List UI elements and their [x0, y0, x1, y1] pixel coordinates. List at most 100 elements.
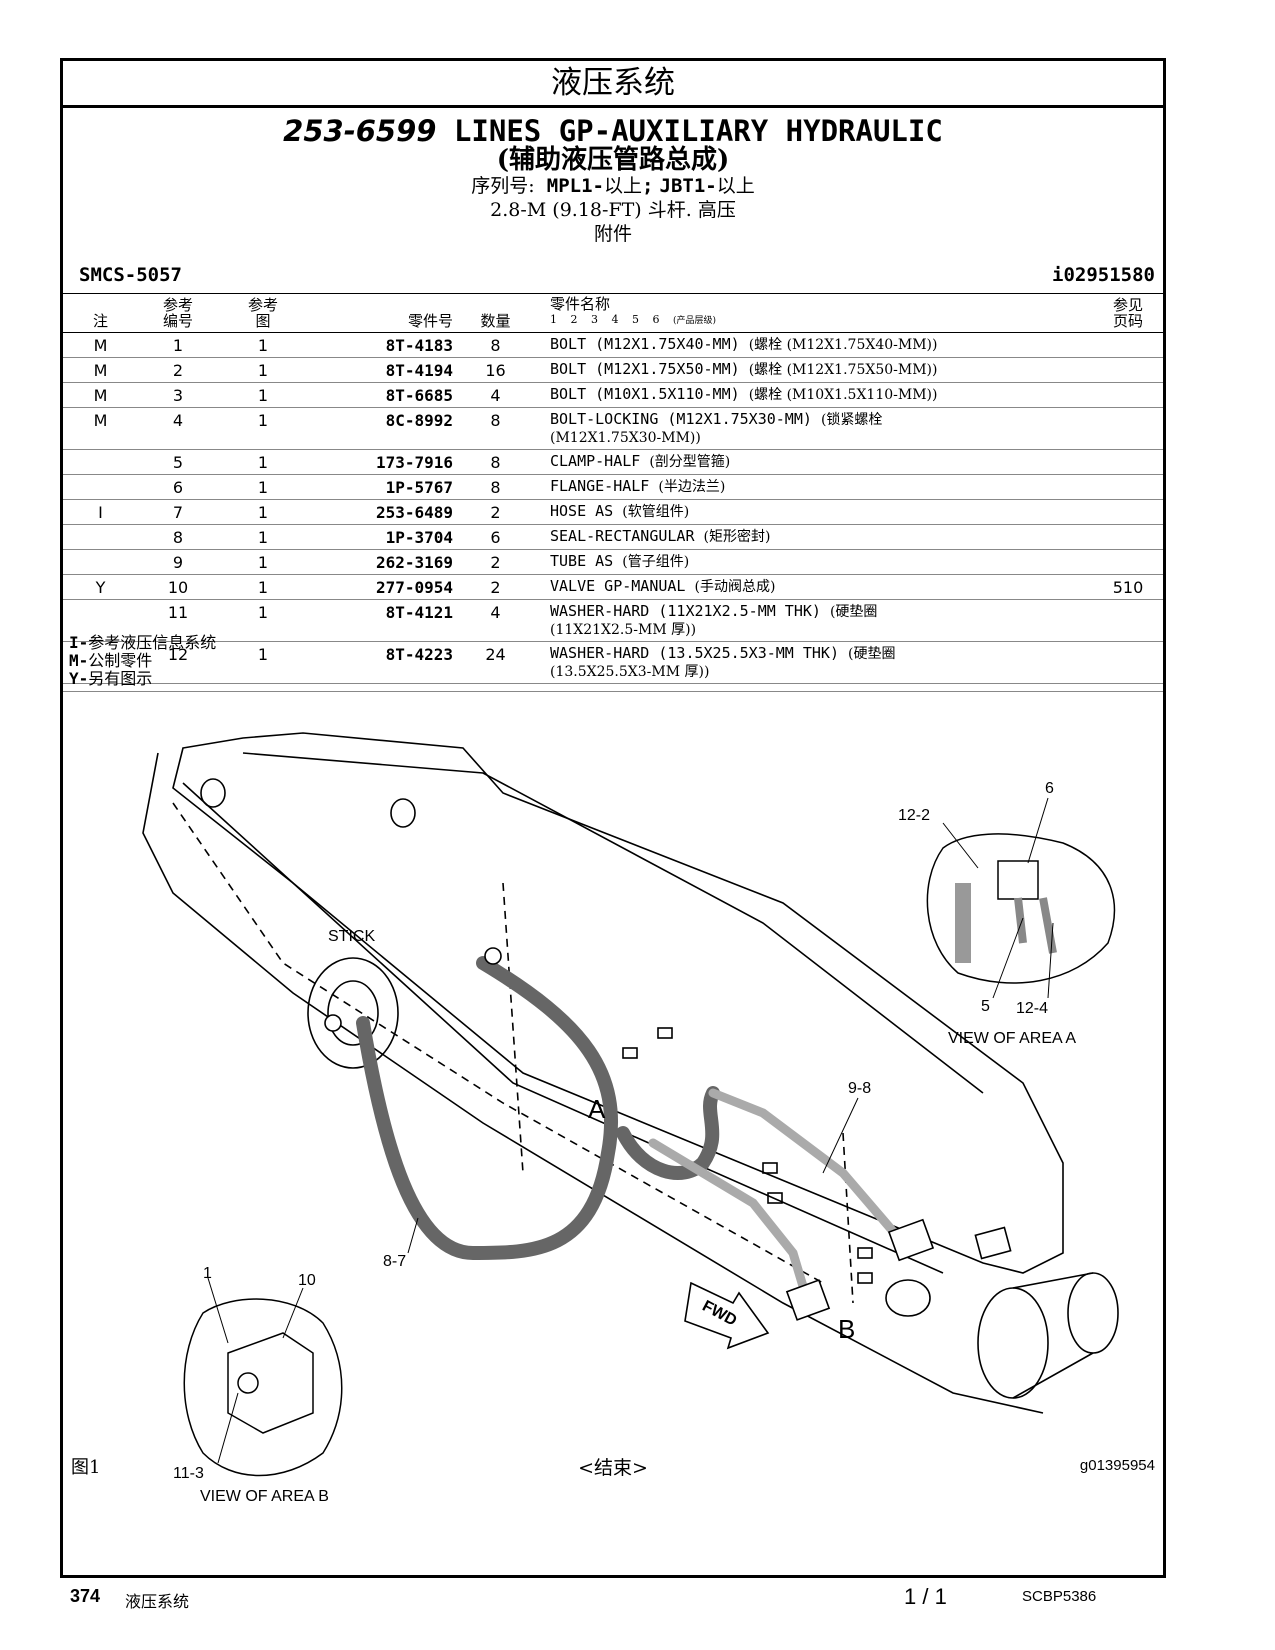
- view-a-title: VIEW OF AREA A: [948, 1030, 1076, 1047]
- row-desc-en: SEAL-RECTANGULAR: [550, 527, 695, 545]
- row-desc-en: FLANGE-HALF: [550, 477, 650, 495]
- row-desc-cn: (螺栓 (M12X1.75X40-MM)): [748, 337, 938, 353]
- view-b-detail: [183, 1298, 343, 1477]
- callout-1: 1: [203, 1265, 212, 1282]
- callout-6: 6: [1045, 780, 1054, 797]
- row-note: M: [93, 386, 108, 405]
- row-note: I: [98, 503, 103, 522]
- row-description: CLAMP-HALF (剖分型管箍): [538, 450, 1093, 475]
- row-desc-en: TUBE AS: [550, 552, 614, 570]
- row-qty: 4: [490, 603, 501, 622]
- row-desc-en: BOLT (M12X1.75X50-MM): [550, 360, 740, 378]
- note-text: 另有图示: [88, 669, 153, 688]
- smcs-code: SMCS-5057: [79, 264, 182, 286]
- attachment-line: 附件: [593, 223, 632, 245]
- row-note: [63, 550, 138, 575]
- row-note: [63, 475, 138, 500]
- valve-b: [785, 1279, 831, 1321]
- row-desc-cn: (硬垫圈: [829, 604, 878, 620]
- row-description: SEAL-RECTANGULAR (矩形密封): [538, 525, 1093, 550]
- row-desc-en: BOLT (M12X1.75X40-MM): [550, 335, 740, 353]
- row-part-number: 8T-4183: [385, 336, 453, 355]
- row-see-page: [1093, 450, 1163, 475]
- hose-group: [356, 956, 720, 1261]
- col-ref-line2: 编号: [162, 312, 193, 330]
- row-see-page: [1093, 333, 1163, 358]
- row-ref: 3: [172, 386, 184, 405]
- row-desc-cn: (管子组件): [622, 554, 690, 570]
- row-fig: 1: [257, 578, 269, 597]
- callout-9-8: 9-8: [848, 1080, 871, 1097]
- serial-1: MPL1-: [546, 175, 604, 197]
- row-description: WASHER-HARD (13.5X25.5X3-MM THK) (硬垫圈(13…: [538, 642, 1093, 684]
- row-desc-en: VALVE GP-MANUAL: [550, 577, 686, 595]
- row-part-number: 8T-4121: [385, 603, 453, 622]
- row-description: VALVE GP-MANUAL (手动阀总成): [538, 575, 1093, 600]
- area-a-label: A: [588, 1094, 606, 1124]
- row-see-page: [1093, 525, 1163, 550]
- row-desc-en: BOLT-LOCKING (M12X1.75X30-MM): [550, 410, 812, 428]
- row-description: BOLT (M10X1.5X110-MM) (螺栓 (M10X1.5X110-M…: [538, 383, 1093, 408]
- col-ref: 参考编号: [138, 293, 218, 333]
- view-a-detail: [926, 833, 1116, 984]
- figure-label: 图1: [71, 1457, 101, 1478]
- valve-a: [887, 1218, 935, 1262]
- row-desc-en: WASHER-HARD (13.5X25.5X3-MM THK): [550, 644, 839, 662]
- col-note: 注: [63, 293, 138, 333]
- col-page-line1: 参见: [1112, 296, 1143, 314]
- row-desc-cn: (锁紧螺栓: [820, 412, 883, 428]
- row-fig: 1: [257, 478, 269, 497]
- row-ref: 2: [172, 361, 184, 380]
- tube-group: [648, 1088, 908, 1308]
- row-ref: 10: [167, 578, 189, 597]
- row-desc-cn2: (13.5X25.5X3-MM 厚)): [550, 664, 710, 680]
- row-desc-cn: (矩形密封): [703, 529, 771, 545]
- row-qty: 2: [490, 578, 501, 597]
- hydraulic-illustration: FWD STICK A B 8-7: [142, 732, 1119, 1505]
- row-description: FLANGE-HALF (半边法兰): [538, 475, 1093, 500]
- row-part-number: 8T-4223: [385, 645, 453, 664]
- row-description: WASHER-HARD (11X21X2.5-MM THK) (硬垫圈(11X2…: [538, 600, 1093, 642]
- callout-10: 10: [298, 1272, 316, 1289]
- doc-id: i02951580: [1052, 264, 1155, 286]
- row-description: BOLT (M12X1.75X40-MM) (螺栓 (M12X1.75X40-M…: [538, 333, 1093, 358]
- row-part-number: 1P-3704: [385, 528, 453, 547]
- row-fig: 1: [257, 411, 269, 430]
- serial-1-suffix: 以上: [603, 175, 642, 197]
- row-desc-cn: (软管组件): [622, 504, 690, 520]
- col-fig: 参考图: [218, 293, 308, 333]
- row-ref: 9: [172, 553, 184, 572]
- row-qty: 2: [490, 503, 501, 522]
- row-desc-cn2: (M12X1.75X30-MM)): [550, 430, 701, 446]
- row-qty: 8: [490, 336, 501, 355]
- row-see-page: [1093, 383, 1163, 408]
- row-description: BOLT (M12X1.75X50-MM) (螺栓 (M12X1.75X50-M…: [538, 358, 1093, 383]
- table-body: M 1 1 8T-4183 8 BOLT (M12X1.75X40-MM) (螺栓 (M1…: [63, 333, 1163, 684]
- col-levels: 1 2 3 4 5 6 (产品层级): [550, 312, 1093, 329]
- footer-section: 液压系统: [125, 1592, 190, 1611]
- col-fig-line2: 图: [255, 312, 271, 330]
- subtitle: (辅助液压管路总成): [496, 145, 730, 175]
- row-qty: 8: [490, 411, 501, 430]
- row-fig: 1: [257, 553, 269, 572]
- row-fig: 1: [257, 645, 269, 664]
- col-page-line2: 页码: [1112, 312, 1143, 330]
- note-item: Y-另有图示: [69, 670, 216, 688]
- row-desc-en: HOSE AS: [550, 502, 614, 520]
- row-qty: 24: [485, 645, 506, 664]
- stick-label: STICK: [328, 928, 375, 945]
- stick-inner: [242, 752, 984, 1094]
- note-item: I-参考液压信息系统: [69, 634, 216, 652]
- col-see-page: 参见页码: [1093, 293, 1163, 333]
- row-see-page: 510: [1112, 578, 1144, 597]
- row-part-number: 262-3169: [375, 553, 453, 572]
